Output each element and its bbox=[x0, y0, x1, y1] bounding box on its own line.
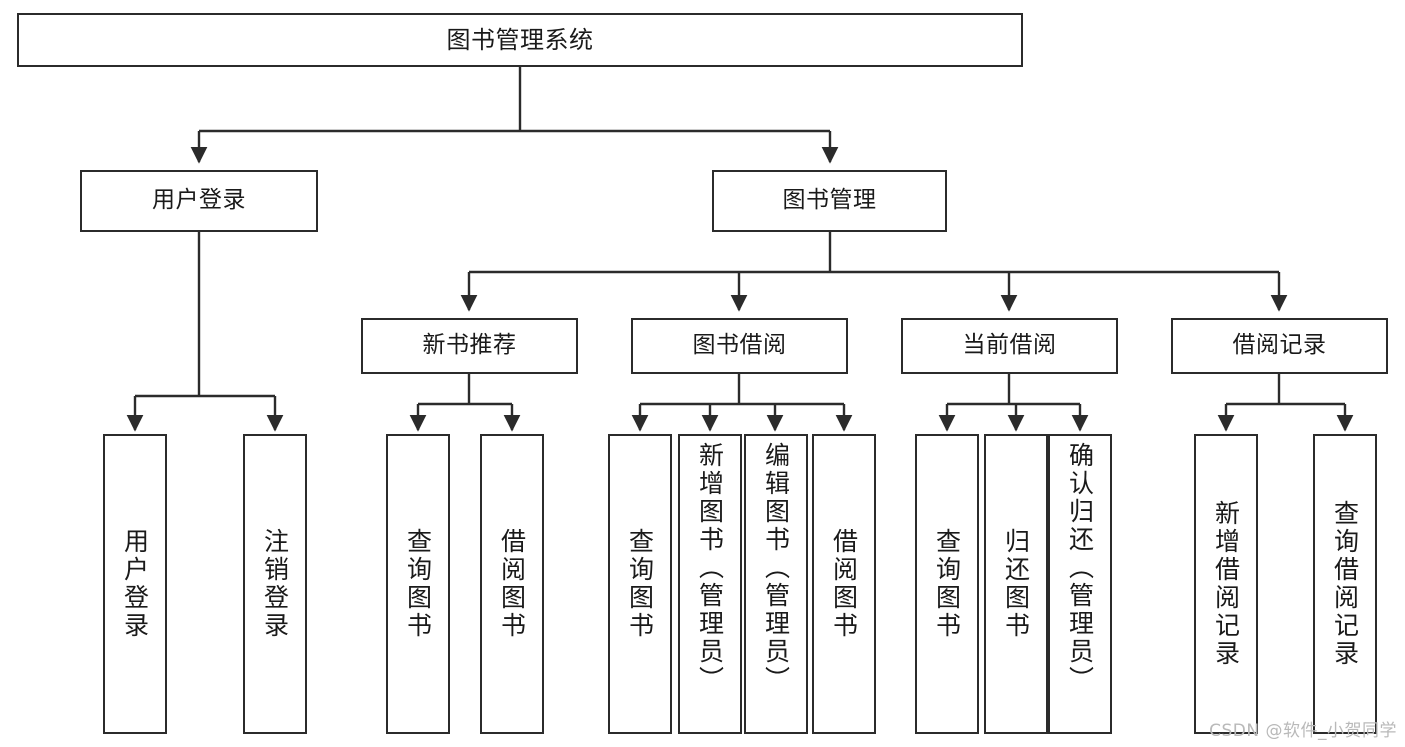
node-label: 借阅图书 bbox=[497, 528, 527, 640]
node-label: 用户登录 bbox=[120, 528, 150, 640]
node-label: 新增图书（管理员） bbox=[695, 442, 725, 694]
csdn-watermark: CSDN @软件_小贺同学 bbox=[1209, 721, 1397, 741]
node-label: 查询图书 bbox=[403, 528, 433, 640]
leaf-current-borrow-confirm-return-admin[interactable]: 确认归还（管理员） bbox=[1048, 434, 1112, 734]
leaf-book-borrow-borrow-book[interactable]: 借阅图书 bbox=[812, 434, 876, 734]
leaf-user-login-logout[interactable]: 注销登录 bbox=[243, 434, 307, 734]
node-label: 新增借阅记录 bbox=[1211, 500, 1241, 668]
node-book-management[interactable]: 图书管理 bbox=[712, 170, 947, 232]
node-label: 借阅图书 bbox=[829, 528, 859, 640]
leaf-borrow-record-query-record[interactable]: 查询借阅记录 bbox=[1313, 434, 1377, 734]
node-label: 查询图书 bbox=[932, 528, 962, 640]
node-label: 图书管理 bbox=[782, 187, 877, 214]
leaf-book-borrow-edit-book-admin[interactable]: 编辑图书（管理员） bbox=[744, 434, 808, 734]
node-label: 注销登录 bbox=[260, 528, 290, 640]
node-label: 用户登录 bbox=[152, 187, 246, 214]
leaf-book-borrow-query-book[interactable]: 查询图书 bbox=[608, 434, 672, 734]
node-new-book-recommend[interactable]: 新书推荐 bbox=[361, 318, 578, 374]
leaf-book-borrow-add-book-admin[interactable]: 新增图书（管理员） bbox=[678, 434, 742, 734]
node-book-borrow[interactable]: 图书借阅 bbox=[631, 318, 848, 374]
node-label: 新书推荐 bbox=[422, 332, 517, 359]
node-label: 图书借阅 bbox=[692, 332, 787, 359]
leaf-new-book-borrow-book[interactable]: 借阅图书 bbox=[480, 434, 544, 734]
node-label: 编辑图书（管理员） bbox=[761, 442, 791, 694]
node-user-login[interactable]: 用户登录 bbox=[80, 170, 318, 232]
leaf-borrow-record-add-record[interactable]: 新增借阅记录 bbox=[1194, 434, 1258, 734]
node-label: 图书管理系统 bbox=[446, 25, 594, 54]
leaf-current-borrow-query-book[interactable]: 查询图书 bbox=[915, 434, 979, 734]
leaf-user-login-login[interactable]: 用户登录 bbox=[103, 434, 167, 734]
leaf-current-borrow-return-book[interactable]: 归还图书 bbox=[984, 434, 1048, 734]
node-label: 查询借阅记录 bbox=[1330, 500, 1360, 668]
node-label: 借阅记录 bbox=[1232, 332, 1327, 359]
node-label: 确认归还（管理员） bbox=[1065, 442, 1095, 694]
leaf-new-book-query-book[interactable]: 查询图书 bbox=[386, 434, 450, 734]
node-label: 当前借阅 bbox=[962, 332, 1057, 359]
node-root-book-management-system[interactable]: 图书管理系统 bbox=[17, 13, 1023, 67]
node-label: 归还图书 bbox=[1001, 528, 1031, 640]
node-borrow-record[interactable]: 借阅记录 bbox=[1171, 318, 1388, 374]
node-label: 查询图书 bbox=[625, 528, 655, 640]
node-current-borrow[interactable]: 当前借阅 bbox=[901, 318, 1118, 374]
